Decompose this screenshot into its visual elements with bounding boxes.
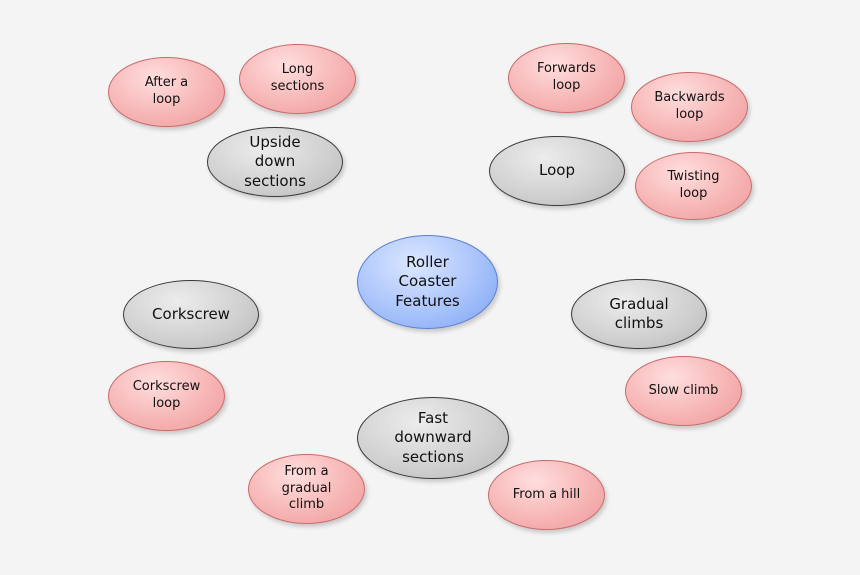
loop-node: Loop xyxy=(489,136,625,206)
upside-down-node: Upside down sections xyxy=(207,127,343,197)
fast-downward-label: Fast downward sections xyxy=(394,408,472,466)
gradual-climbs-label: Gradual climbs xyxy=(609,294,669,333)
slow-climb-label: Slow climb xyxy=(648,382,719,398)
long-sections-node: Long sections xyxy=(239,44,356,114)
forwards-loop-label: Forwards loop xyxy=(536,61,597,93)
fast-downward-node: Fast downward sections xyxy=(357,397,509,479)
center-node-label: Roller Coaster Features xyxy=(395,252,460,310)
forwards-loop-node: Forwards loop xyxy=(508,43,625,113)
corkscrew-loop-node: Corkscrew loop xyxy=(108,361,225,431)
long-sections-label: Long sections xyxy=(270,62,325,94)
backwards-loop-node: Backwards loop xyxy=(631,72,748,142)
from-gradual-climb-label: From a gradual climb xyxy=(281,463,332,513)
backwards-loop-label: Backwards loop xyxy=(654,90,725,122)
gradual-climbs-node: Gradual climbs xyxy=(571,279,707,349)
from-a-hill-label: From a hill xyxy=(512,486,581,502)
after-a-loop-node: After a loop xyxy=(108,57,225,127)
from-gradual-climb-node: From a gradual climb xyxy=(248,454,365,524)
corkscrew-node: Corkscrew xyxy=(123,280,259,349)
corkscrew-label: Corkscrew xyxy=(152,304,230,323)
slow-climb-node: Slow climb xyxy=(625,356,742,426)
twisting-loop-label: Twisting loop xyxy=(667,169,720,201)
loop-label: Loop xyxy=(539,161,575,180)
after-a-loop-label: After a loop xyxy=(144,75,189,107)
upside-down-label: Upside down sections xyxy=(244,132,306,190)
center-node: Roller Coaster Features xyxy=(357,235,498,329)
from-a-hill-node: From a hill xyxy=(488,460,605,530)
corkscrew-loop-label: Corkscrew loop xyxy=(132,379,201,411)
twisting-loop-node: Twisting loop xyxy=(635,152,752,220)
